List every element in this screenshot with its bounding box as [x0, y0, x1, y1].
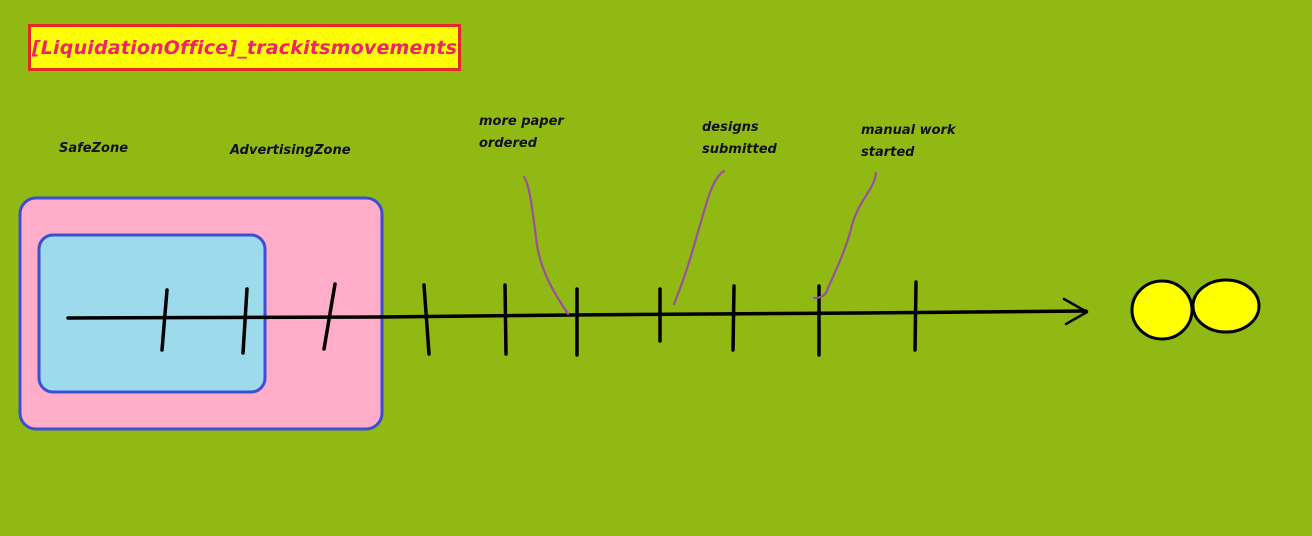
annotation-designs-submitted: designs submitted [702, 117, 777, 161]
annotation-more-paper-line1: more paper [479, 114, 564, 129]
end-circle-left [1130, 279, 1194, 341]
timeline-tick-5 [503, 283, 508, 356]
annotation-more-paper-line2: ordered [479, 136, 537, 151]
annotation-manual-work-line1: manual work [861, 123, 956, 138]
title-box: [LiquidationOffice]_trackitsmovements [28, 24, 461, 71]
timeline-arrowhead [1062, 297, 1089, 326]
annotation-manual-work-line2: started [861, 145, 915, 160]
end-circle-right [1191, 278, 1261, 334]
timeline-tick-8 [731, 284, 736, 352]
leader-designs-submitted [672, 169, 726, 306]
timeline-tick-10 [913, 280, 918, 352]
timeline-tick-4 [422, 283, 431, 356]
annotation-designs-line1: designs [702, 120, 759, 135]
timeline-axis [66, 309, 1088, 320]
diagram-title: [LiquidationOffice]_trackitsmovements [31, 36, 458, 59]
timeline-tick-1 [160, 288, 169, 352]
timeline-tick-3 [322, 282, 337, 351]
annotation-manual-work: manual work started [861, 120, 956, 164]
safe-zone-box [37, 233, 267, 394]
safe-zone-label: SafeZone [59, 141, 129, 156]
timeline-tick-2 [241, 287, 249, 355]
leader-more-paper [522, 175, 570, 316]
advertising-zone-label: AdvertisingZone [230, 143, 351, 158]
annotation-designs-line2: submitted [702, 142, 777, 157]
leader-manual-work [812, 171, 878, 300]
annotation-more-paper: more paper ordered [479, 111, 564, 155]
